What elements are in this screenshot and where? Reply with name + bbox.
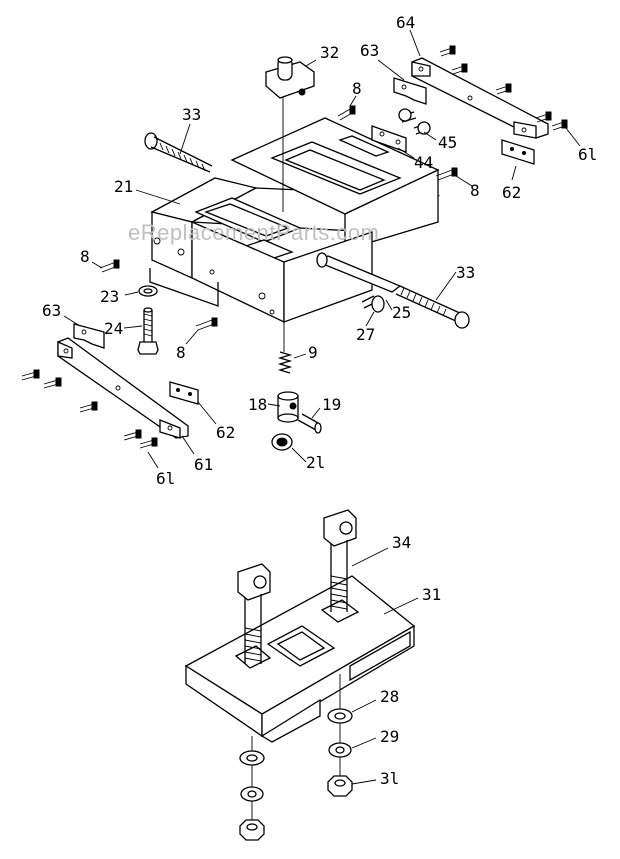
callout-8-d: 8 [176,343,186,362]
callout-62-left: 62 [216,423,235,442]
callout-44: 44 [414,153,433,172]
callout-18: 18 [248,395,267,414]
part-18-19-20 [271,391,322,451]
callout-31: 31 [422,585,441,604]
callout-61-bottom: 61 [194,455,213,474]
callout-28: 28 [380,687,399,706]
vise-body [149,86,441,352]
callout-29: 29 [380,727,399,746]
callout-8-a: 8 [352,79,362,98]
leader-lines-lower [351,547,419,785]
callout-30: 3l [380,769,399,788]
part-62-pad-top [501,139,535,165]
upper-assembly: 64 32 63 8 45 44 6l 33 8 62 21 8 33 23 2… [21,13,597,488]
callout-63-left: 63 [42,301,61,320]
part-9-spring [277,351,293,374]
callout-34: 34 [392,533,411,552]
callout-23: 23 [100,287,119,306]
callout-20: 2l [306,453,325,472]
watermark: eReplacementParts.com [128,220,379,245]
callout-61-top: 6l [578,145,597,164]
part-27 [361,295,385,313]
part-33-screw-top [144,132,213,173]
callout-62-top: 62 [502,183,521,202]
callout-21: 21 [114,177,133,196]
part-62-pad-left [169,381,199,405]
callout-19: 19 [322,395,341,414]
callouts-lower: 34 31 28 29 3l [380,533,441,788]
part-23-24 [137,285,159,355]
callout-32: 32 [320,43,339,62]
callout-63-top: 63 [360,41,379,60]
callout-24: 24 [104,319,123,338]
screws-8 [99,105,458,331]
hardware-right [327,708,353,797]
part-63-bracket-left [73,323,105,349]
callout-33-right: 33 [456,263,475,282]
part-44-45 [371,108,431,153]
part-32-post [265,56,315,99]
part-63-bracket-top [393,77,427,105]
callout-33-top: 33 [182,105,201,124]
callout-45: 45 [438,133,457,152]
part-61-plate-left [21,337,189,449]
part-34-post-left [237,563,271,664]
hardware-left [239,750,265,841]
callout-27: 27 [356,325,375,344]
callouts-upper: 64 32 63 8 45 44 6l 33 8 62 21 8 33 23 2… [42,13,597,488]
callout-9: 9 [308,343,318,362]
part-34-post-right [323,509,357,612]
callout-8-b: 8 [470,181,480,200]
leader-lines-upper [63,29,581,469]
part-64-plate [411,45,568,139]
callout-8-c: 8 [80,247,90,266]
part-33-screw-right [395,285,470,329]
callout-61-left: 6l [156,469,175,488]
callout-64: 64 [396,13,415,32]
lower-assembly: 34 31 28 29 3l [184,509,441,841]
callout-25: 25 [392,303,411,322]
